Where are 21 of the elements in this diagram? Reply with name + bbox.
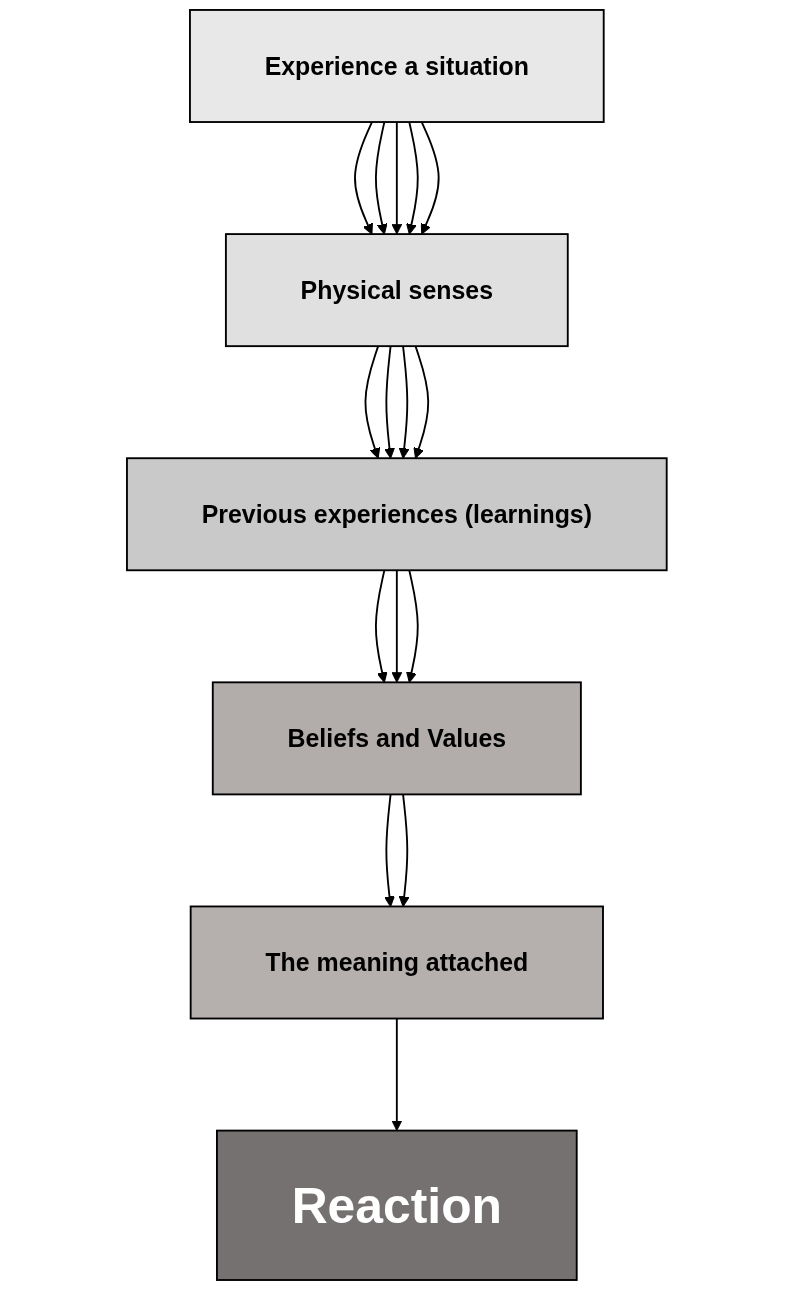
node-box: Experience a situation	[189, 9, 605, 123]
arrow	[375, 569, 388, 683]
node-box: Reaction	[216, 1129, 578, 1281]
node-box: The meaning attached	[189, 905, 605, 1020]
arrow	[391, 1017, 403, 1132]
arrow	[398, 345, 410, 459]
arrow	[420, 121, 440, 235]
arrow	[391, 569, 403, 683]
arrow	[384, 793, 396, 907]
arrow	[391, 121, 403, 235]
arrow	[384, 345, 396, 459]
node-box: Beliefs and Values	[212, 681, 582, 796]
arrow	[413, 345, 430, 459]
arrow	[364, 345, 381, 459]
arrow	[354, 121, 374, 235]
node-box: Physical senses	[225, 233, 569, 348]
arrow	[398, 793, 410, 907]
arrow	[406, 121, 419, 235]
arrow	[406, 569, 419, 683]
arrow	[375, 121, 388, 235]
node-box: Previous experiences (learnings)	[126, 457, 668, 572]
